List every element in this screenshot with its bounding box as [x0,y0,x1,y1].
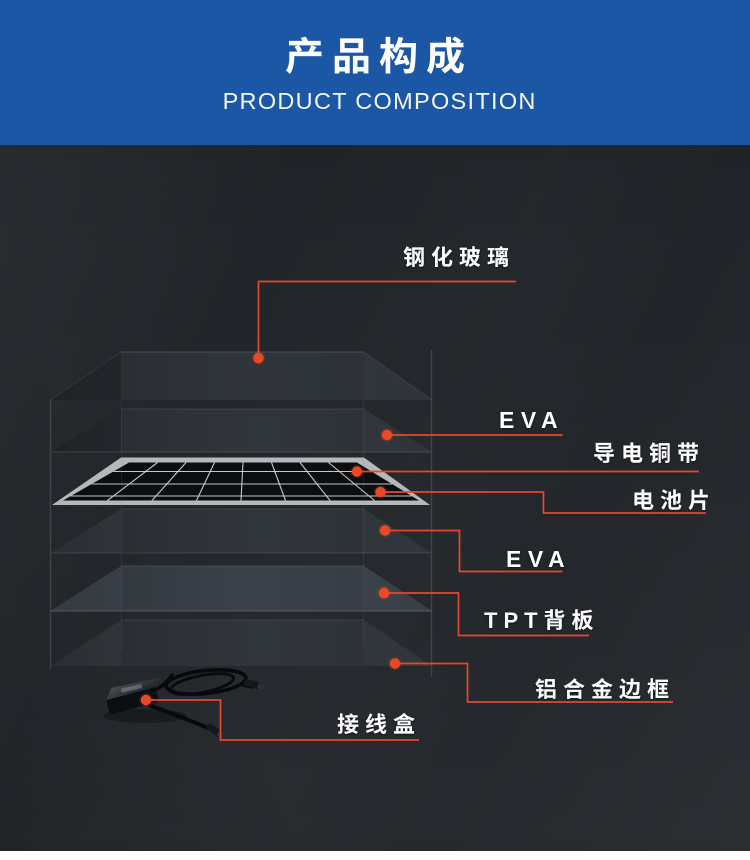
label-copper-strip: 导电铜带 [593,441,706,466]
cell-grid-lines [70,462,412,501]
leader-eva-bottom [385,529,563,573]
leader-lines [146,280,706,741]
cable-connector-lower [206,723,224,738]
cable-connector-upper [243,678,264,690]
label-eva-top: EVA [499,407,565,433]
dot-copper-strip [349,464,365,479]
header-band: 产品构成 PRODUCT COMPOSITION [0,0,750,145]
junction-box-cables [147,668,254,730]
label-tpt-backsheet: TPT背板 [484,608,600,633]
leader-tpt-backsheet [384,592,589,637]
leader-dots [138,350,403,708]
label-aluminum-frame: 铝合金边框 [535,677,676,702]
layer-eva-bottom [50,508,432,554]
leader-solar-cell [380,491,706,514]
layer-solar-cells [52,457,430,505]
layer-tpt-backsheet [50,565,432,612]
leader-junction-box [146,699,419,741]
dot-junction-box [138,692,154,708]
page-title: 产品构成 [284,26,473,82]
stack-pillars [49,350,433,677]
dot-eva-bottom [377,523,393,538]
label-eva-bottom: EVA [506,546,572,572]
leader-tempered-glass [257,280,516,354]
label-solar-cell: 电池片 [632,488,717,513]
page-subtitle: PRODUCT COMPOSITION [222,88,537,114]
dot-tpt-backsheet [376,585,392,601]
dot-solar-cell [373,484,388,500]
junction-box [103,668,264,738]
next-section-strip [0,851,750,860]
leader-aluminum-frame [395,662,673,703]
layer-aluminum-frame [50,619,432,667]
label-tempered-glass: 钢化玻璃 [403,245,516,270]
layer-eva-top [50,408,432,453]
dot-aluminum-frame [387,656,403,671]
dot-eva-top [379,427,395,443]
dot-tempered-glass [251,350,266,366]
label-junction-box: 接线盒 [337,712,422,737]
layer-tempered-glass [49,351,433,401]
